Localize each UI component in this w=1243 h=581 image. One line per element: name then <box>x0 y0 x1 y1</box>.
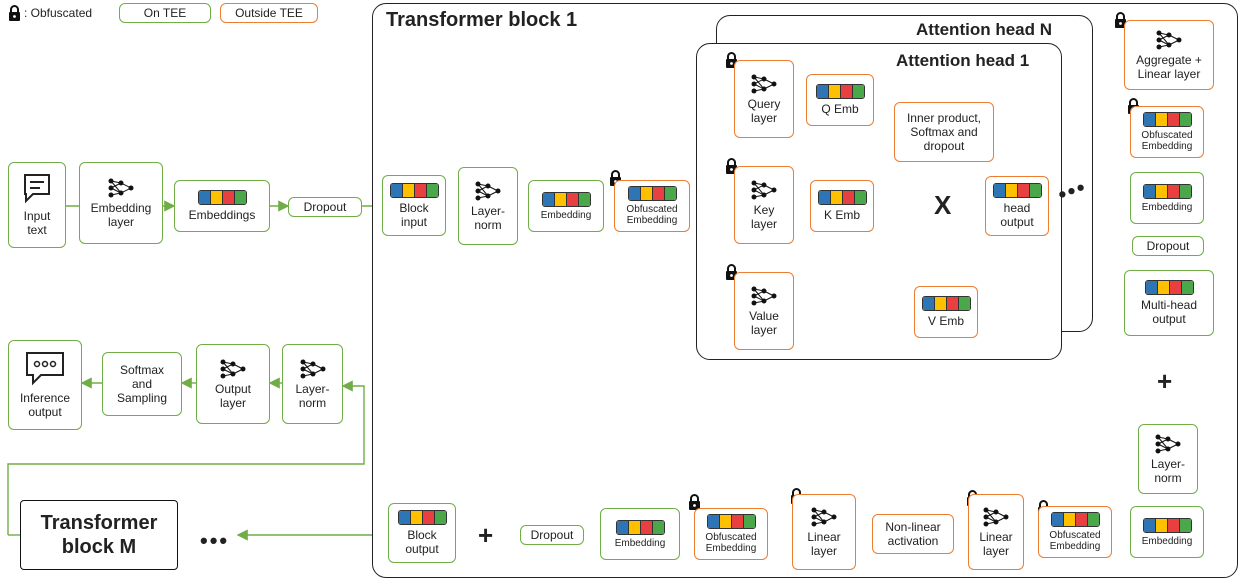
output-layer-node: Output layer <box>196 344 270 424</box>
embedding-vector-icon <box>541 191 591 207</box>
obfuscated-embedding-node-2: Obfuscated Embedding <box>1130 106 1204 158</box>
embedding-layer-node: Embedding layer <box>79 162 163 244</box>
residual-add-symbol-2: + <box>478 520 494 550</box>
block-output-node: Block output <box>388 503 456 563</box>
embedding-vector-icon <box>992 183 1042 198</box>
neural-network-icon <box>475 181 501 201</box>
key-layer-node: Key layer <box>734 166 794 244</box>
embedding-vector-icon <box>197 190 247 205</box>
text-message-icon <box>24 174 50 204</box>
k-emb-node: K Emb <box>810 180 874 232</box>
embeddings-node: Embeddings <box>174 180 270 232</box>
embedding-node-3: Embedding <box>1130 506 1204 558</box>
legend-on-tee: On TEE <box>119 3 211 23</box>
neural-network-icon <box>751 180 777 200</box>
attention-head-1-title: Attention head 1 <box>896 51 1030 70</box>
embedding-vector-icon <box>1142 183 1192 199</box>
inner-product-softmax-node: Inner product, Softmax and dropout <box>894 102 994 162</box>
neural-network-icon <box>108 178 134 198</box>
embedding-node-1: Embedding <box>528 180 604 232</box>
multiply-symbol: X <box>934 190 952 220</box>
embedding-vector-icon <box>921 296 971 311</box>
embedding-vector-icon <box>1142 517 1192 533</box>
speech-bubble-icon <box>26 352 64 386</box>
embedding-node-4: Embedding <box>600 508 680 560</box>
obfuscated-embedding-node-3: Obfuscated Embedding <box>1038 506 1112 558</box>
embedding-vector-icon <box>627 186 677 201</box>
neural-network-icon <box>1155 434 1181 454</box>
softmax-sampling-node: Softmax and Sampling <box>102 352 182 416</box>
dropout-node-3: Dropout <box>520 525 584 545</box>
linear-layer-node-2: Linear layer <box>792 494 856 570</box>
dropout-node-1: Dropout <box>288 197 362 217</box>
neural-network-icon <box>220 359 246 379</box>
embedding-vector-icon <box>1142 112 1192 127</box>
q-emb-node: Q Emb <box>806 74 874 126</box>
embedding-node-2: Embedding <box>1130 172 1204 224</box>
transformer-block-m-node: Transformer block M <box>20 500 178 570</box>
inference-output-node: Inference output <box>8 340 82 430</box>
input-text-node: Input text <box>8 162 66 248</box>
neural-network-icon <box>811 507 837 527</box>
neural-network-icon <box>751 74 777 94</box>
neural-network-icon <box>983 507 1009 527</box>
transformer-block-1-title: Transformer block 1 <box>386 9 578 31</box>
linear-layer-node-1: Linear layer <box>968 494 1024 570</box>
block-input-node: Block input <box>382 175 446 236</box>
layernorm-node-1: Layer- norm <box>458 167 518 245</box>
obfuscated-embedding-node-4: Obfuscated Embedding <box>694 508 768 560</box>
embedding-vector-icon <box>1144 280 1194 295</box>
embedding-vector-icon <box>815 84 865 99</box>
head-output-node: head output <box>985 176 1049 236</box>
neural-network-icon <box>751 286 777 306</box>
lock-icon <box>689 494 700 510</box>
layernorm-node-3: Layer- norm <box>282 344 343 424</box>
legend-obfuscated: : Obfuscated <box>24 6 93 20</box>
dropout-node-2: Dropout <box>1132 236 1204 256</box>
v-emb-node: V Emb <box>914 286 978 338</box>
embedding-vector-icon <box>397 510 447 525</box>
blocks-ellipsis: ••• <box>200 528 230 553</box>
obfuscated-embedding-node-1: Obfuscated Embedding <box>614 180 690 232</box>
query-layer-node: Query layer <box>734 60 794 138</box>
attention-head-n-title: Attention head N <box>916 20 1052 39</box>
multi-head-output-node: Multi-head output <box>1124 270 1214 336</box>
embedding-vector-icon <box>615 519 665 535</box>
layernorm-node-2: Layer- norm <box>1138 424 1198 494</box>
legend-outside-tee: Outside TEE <box>220 3 318 23</box>
embedding-vector-icon <box>1050 512 1100 527</box>
embedding-vector-icon <box>706 514 756 529</box>
lock-icon <box>9 5 20 21</box>
non-linear-activation-node: Non-linear activation <box>872 514 954 554</box>
embedding-vector-icon <box>389 182 439 198</box>
neural-network-icon <box>1156 30 1182 50</box>
embedding-vector-icon <box>817 190 867 205</box>
aggregate-linear-node: Aggregate + Linear layer <box>1124 20 1214 90</box>
lock-icon <box>1115 12 1126 28</box>
value-layer-node: Value layer <box>734 272 794 350</box>
residual-add-symbol-1: + <box>1157 366 1173 396</box>
neural-network-icon <box>300 359 325 379</box>
